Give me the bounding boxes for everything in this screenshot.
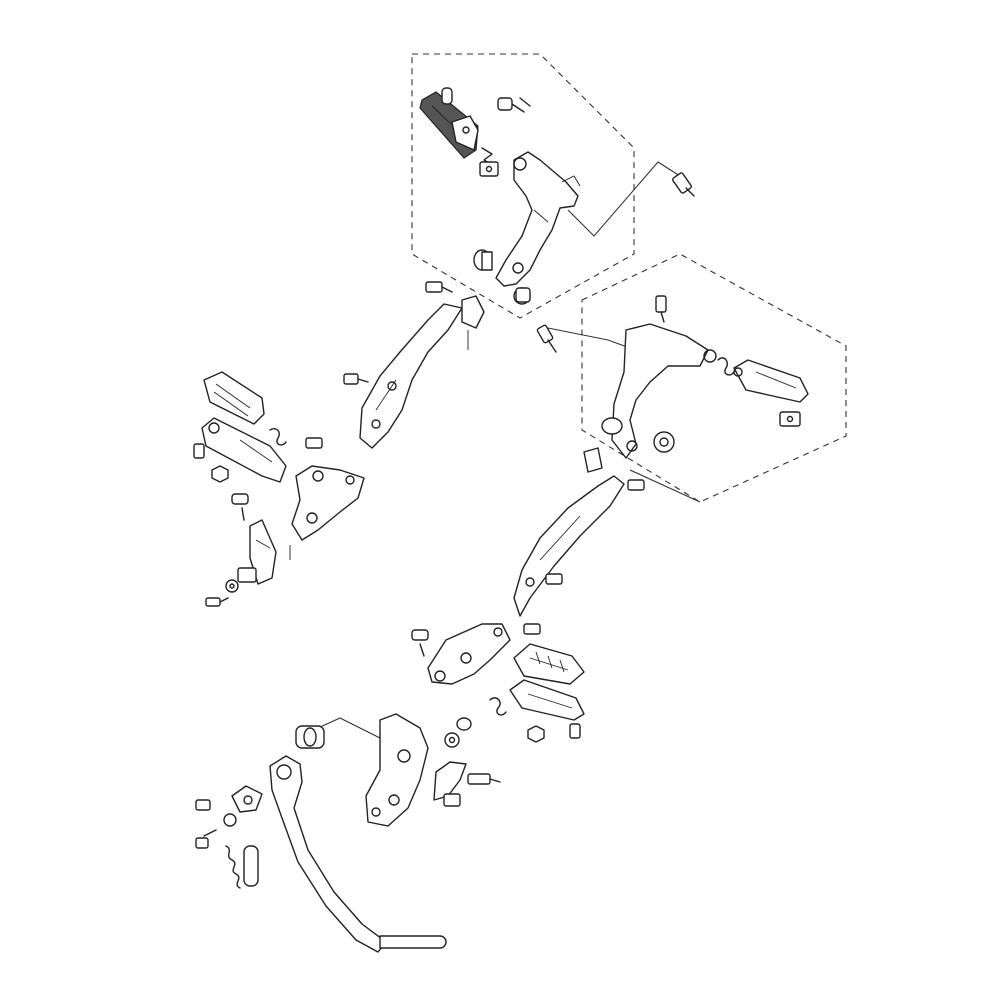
nut-pedal — [456, 717, 472, 731]
pedal-bolt — [467, 773, 501, 785]
pivot-shaft — [295, 725, 325, 749]
bushing-right-top — [513, 287, 531, 305]
front-left-bracket-long — [359, 303, 463, 449]
bolt-rear-mid — [545, 573, 563, 585]
small-bracket-mid — [461, 295, 485, 329]
pedal-guard-plate — [433, 761, 467, 801]
group-outline-rear-right — [581, 253, 847, 503]
rear-right-bolt-top — [655, 295, 667, 323]
small-plate-top — [479, 161, 499, 177]
left-small-plate — [237, 567, 257, 583]
left-pin — [231, 493, 249, 521]
rear-footpeg-bolt — [569, 723, 581, 739]
bolt-top-right — [672, 172, 695, 197]
group-outline-front-right — [411, 53, 635, 319]
rear-footpeg-spring — [489, 697, 507, 716]
bolt-rear-lower — [523, 623, 541, 635]
rear-footpeg-rubber — [513, 643, 585, 685]
rear-right-bracket — [611, 323, 717, 459]
rear-right-spring — [717, 357, 735, 376]
left-rear-bracket — [291, 465, 365, 541]
rear-pivot-bracket — [427, 623, 511, 685]
brake-pedal-arm — [269, 755, 387, 953]
return-spring — [225, 845, 241, 889]
bolt-mid-center — [536, 324, 557, 353]
left-nut — [211, 465, 229, 483]
left-heel-guard — [249, 519, 277, 585]
pedal-sleeve — [243, 845, 259, 887]
clevis-pin-top — [497, 97, 531, 113]
left-footpeg — [201, 417, 287, 483]
pedal-small-clip — [443, 793, 461, 807]
leader-lines — [289, 161, 701, 739]
rear-footpeg — [509, 679, 585, 721]
rear-right-bushing-a — [601, 417, 623, 435]
small-bracket-rear — [583, 447, 603, 473]
rear-footpeg-nut — [527, 725, 545, 743]
left-small-screw — [205, 597, 229, 607]
rear-right-footpeg — [733, 359, 809, 403]
bushing-left-top — [473, 249, 493, 271]
small-pin-top — [441, 87, 453, 105]
rear-right-bushing-b — [653, 431, 675, 453]
front-right-bracket — [495, 151, 581, 287]
rear-long-bracket — [513, 475, 625, 617]
left-bolt-2 — [305, 437, 323, 449]
rear-pin — [411, 629, 429, 657]
small-washer-pedal — [223, 813, 237, 827]
left-footpeg-rubber — [203, 371, 265, 425]
left-washer — [225, 579, 239, 593]
rod-end-bolt — [195, 799, 211, 811]
bolt-left-mid — [343, 373, 369, 385]
cotter-pin-pedal — [195, 829, 217, 849]
rod-end — [231, 785, 263, 813]
pedal-mount-bracket — [365, 713, 429, 827]
left-spring — [269, 428, 287, 446]
rear-right-small-plate — [779, 411, 801, 427]
left-footpeg-bolt — [193, 443, 205, 459]
bolt-upper-left — [425, 281, 453, 293]
bolt-rear-upper — [627, 479, 645, 491]
pedal-tip — [379, 935, 447, 949]
front-footpeg-bracket — [451, 115, 479, 151]
washer-pedal — [444, 732, 460, 748]
